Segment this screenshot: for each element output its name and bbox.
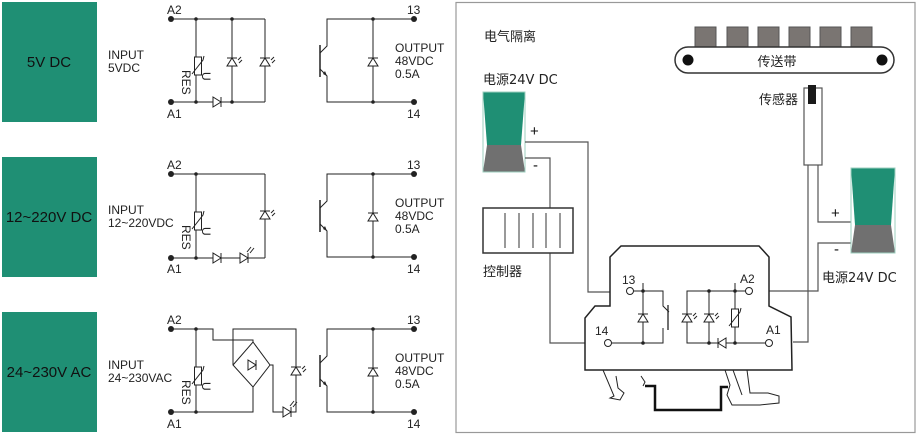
varistor-u: U	[199, 227, 213, 236]
psu-right-plus: +	[831, 205, 840, 222]
terminal-14: 14	[407, 417, 421, 431]
psu-left	[482, 91, 526, 173]
voltage-label: 5V DC	[27, 54, 71, 71]
terminal-a2: A2	[167, 158, 182, 172]
led-icon	[259, 209, 276, 220]
input-title: INPUT	[108, 358, 145, 372]
terminal-a2: A2	[167, 313, 182, 327]
voltage-label: 12~220V DC	[6, 209, 92, 226]
led-icon	[282, 406, 292, 418]
output-voltage: 48VDC	[395, 54, 434, 68]
led-icon	[290, 365, 307, 376]
varistor-u: U	[199, 382, 213, 391]
panel-12-220vdc: 12~220V DC INPUT 12~220VDC A2 A1 U RES 1…	[2, 157, 445, 277]
voltage-block	[2, 312, 97, 432]
voltage-label: 24~230V AC	[7, 364, 92, 381]
input-title: INPUT	[108, 203, 145, 217]
varistor-res: RES	[179, 70, 193, 95]
application-diagram: 电气隔离 电源24V DC + - 控制器 传送带 传感器	[455, 1, 916, 434]
terminal-13: 13	[407, 158, 421, 172]
module-circuit	[604, 283, 773, 349]
controller-label: 控制器	[483, 265, 522, 280]
output-voltage: 48VDC	[395, 209, 434, 223]
terminal-14: 14	[407, 262, 421, 276]
output-current: 0.5A	[395, 222, 420, 236]
bridge-rectifier-icon	[232, 341, 271, 388]
terminal-a2: A2	[167, 3, 182, 17]
panel-5vdc: 5V DC INPUT 5VDC A2 A1 U RES 13 14 OUTPU…	[2, 2, 445, 122]
voltage-block	[2, 2, 97, 122]
input-value: 12~220VDC	[108, 216, 174, 230]
terminal-a1: A1	[167, 417, 182, 431]
relay-module	[584, 245, 793, 412]
psu-right-label: 电源24V DC	[822, 271, 897, 286]
sensor-label: 传感器	[759, 92, 798, 108]
application-frame	[455, 1, 916, 434]
module-terminal-a1: A1	[766, 323, 781, 337]
input-title: INPUT	[108, 48, 145, 62]
led-icon	[239, 252, 249, 264]
voltage-block	[2, 157, 97, 277]
input-circuit: U RES	[168, 16, 276, 108]
output-title: OUTPUT	[395, 351, 445, 365]
input-circuit: U RES	[168, 171, 276, 264]
conveyor-label: 传送带	[757, 55, 796, 70]
module-terminal-14: 14	[595, 324, 609, 338]
diode-icon	[212, 252, 222, 264]
module-terminal-a2: A2	[740, 272, 755, 286]
input-circuit: U RES	[168, 326, 307, 418]
terminal-a1: A1	[167, 107, 182, 121]
panel-24-230vac: 24~230V AC INPUT 24~230VAC A2 A1 U RES 1…	[2, 312, 445, 432]
led-icon	[259, 56, 276, 67]
controller	[482, 207, 574, 254]
terminal-13: 13	[407, 313, 421, 327]
sensor	[803, 85, 823, 166]
psu-left-plus: +	[530, 123, 539, 140]
output-title: OUTPUT	[395, 196, 445, 210]
varistor-res: RES	[179, 225, 193, 250]
led-icon	[226, 56, 243, 67]
psu-right-minus: -	[834, 241, 839, 258]
terminal-13: 13	[407, 3, 421, 17]
output-current: 0.5A	[395, 67, 420, 81]
psu-left-minus: -	[533, 157, 538, 174]
module-terminal-13: 13	[622, 273, 636, 287]
application-title: 电气隔离	[484, 29, 536, 45]
diode-icon	[212, 96, 222, 108]
psu-left-label: 电源24V DC	[483, 73, 558, 88]
varistor-res: RES	[179, 380, 193, 405]
output-current: 0.5A	[395, 377, 420, 391]
varistor-u: U	[199, 72, 213, 81]
terminal-a1: A1	[167, 262, 182, 276]
conveyor	[674, 26, 895, 74]
input-value: 5VDC	[108, 61, 140, 75]
terminal-14: 14	[407, 107, 421, 121]
psu-right	[850, 167, 896, 254]
output-title: OUTPUT	[395, 41, 445, 55]
output-voltage: 48VDC	[395, 364, 434, 378]
input-value: 24~230VAC	[108, 371, 172, 385]
